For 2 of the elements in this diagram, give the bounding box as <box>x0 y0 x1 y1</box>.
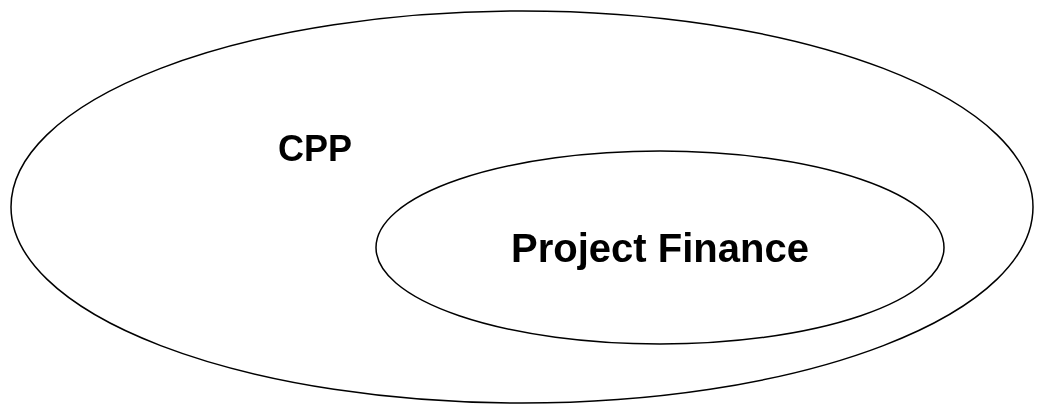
ellipse-label: Project Finance <box>511 225 809 270</box>
ellipse-label: CPP <box>278 128 353 170</box>
